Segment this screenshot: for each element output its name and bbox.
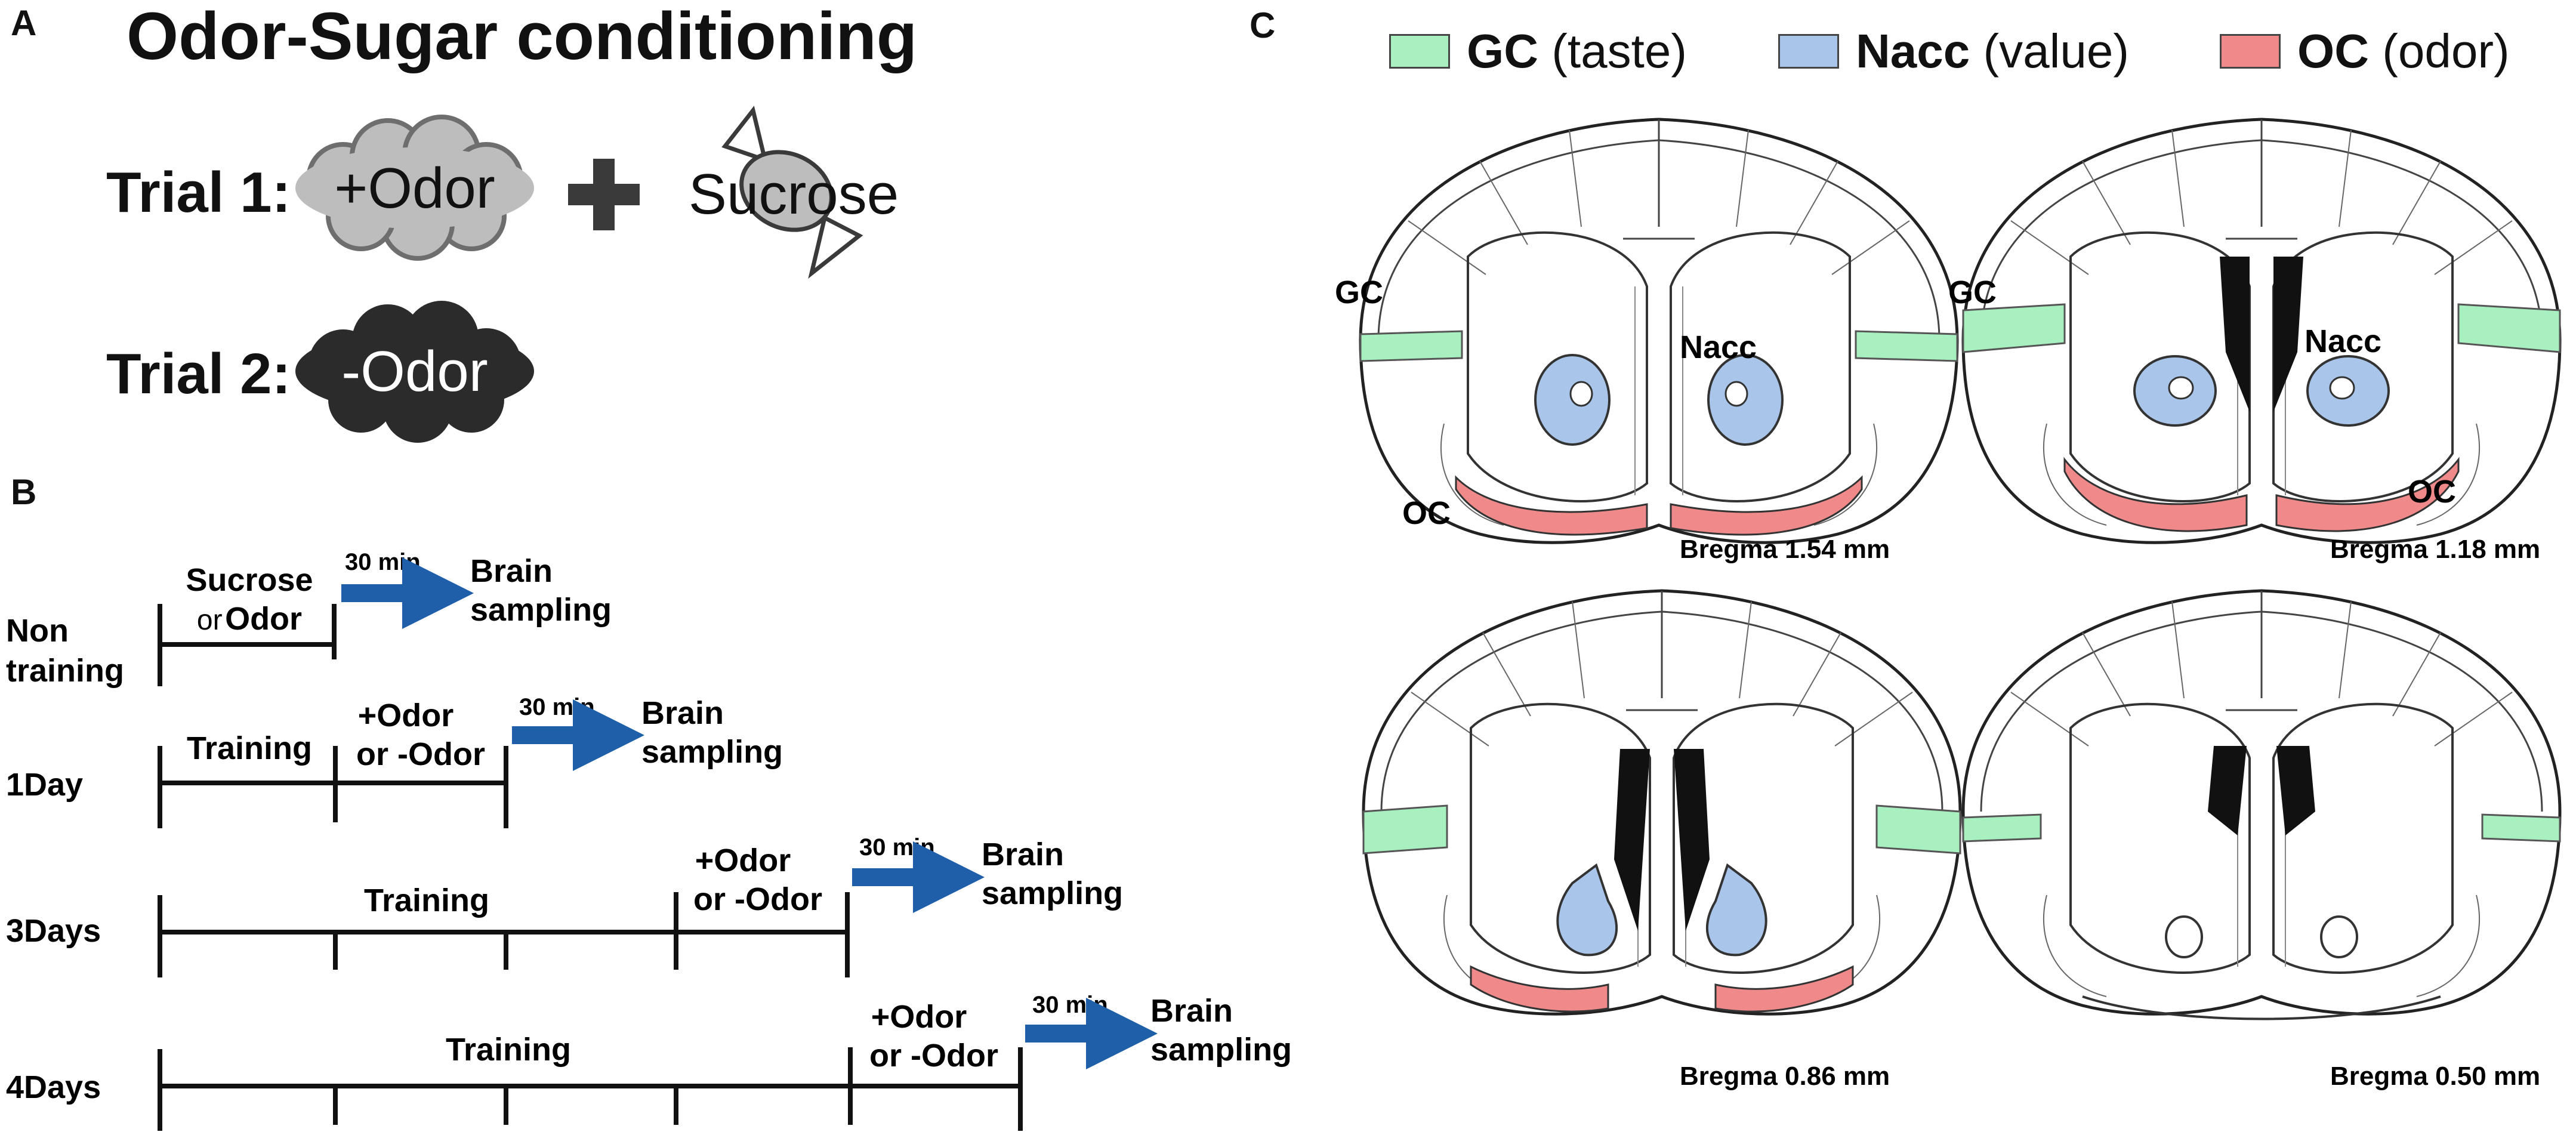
outcome-brain: Brain: [470, 553, 553, 589]
gc-region: [2457, 303, 2561, 353]
brain-section-bregma-1-54: [1361, 119, 1957, 542]
sucrose-text: Sucrose: [689, 162, 899, 226]
minus-odor-text: -Odor: [341, 340, 488, 403]
oc-region: [1714, 965, 1854, 1013]
stim-sucrose: Sucrose: [186, 562, 313, 598]
gc-region: [1362, 804, 1448, 855]
test-odor-line1: +Odor: [871, 999, 967, 1035]
gc-region: [1962, 813, 2042, 843]
legend-text: Nacc (value): [1856, 24, 2130, 78]
training-label: Training: [187, 730, 312, 766]
minus-odor-cloud-icon: -Odor: [295, 301, 534, 443]
trial1-label: Trial 1:: [106, 161, 291, 224]
nacc-region: [1705, 863, 1767, 957]
label-oc: OC: [1402, 495, 1451, 531]
panel-a-title: Odor-Sugar conditioning: [127, 0, 918, 73]
oc-region: [1670, 475, 1863, 536]
test-odor-line2: or -Odor: [869, 1038, 998, 1074]
test-odor-line2: or -Odor: [693, 881, 822, 917]
legend-gc: GC (taste): [1389, 24, 1687, 79]
legend-swatch-oc: [2220, 34, 2281, 69]
label-gc: GC: [1948, 275, 1997, 310]
brain-section-bregma-0-50: [1962, 591, 2561, 1020]
row-label: 3Days: [6, 913, 101, 949]
oc-region: [1455, 475, 1648, 536]
legend-text: OC (odor): [2297, 24, 2510, 78]
row-label-non: Non: [6, 613, 69, 649]
gc-region: [1875, 804, 1961, 855]
training-label: Training: [446, 1032, 571, 1068]
label-nacc: Nacc: [2304, 323, 2381, 359]
gc-region: [1962, 303, 2066, 353]
plus-odor-cloud-icon: +Odor: [295, 115, 534, 261]
training-label: Training: [364, 883, 489, 918]
outcome-sampling: sampling: [641, 734, 783, 770]
legend-text: GC (taste): [1467, 24, 1687, 78]
row-4days: 4Days Training +Odor or -Odor 30 min Bra…: [6, 992, 1292, 1131]
gc-region: [1359, 330, 1463, 362]
row-label-training: training: [6, 653, 124, 689]
outcome-sampling: sampling: [470, 592, 612, 628]
panel-b-letter: B: [11, 472, 37, 512]
label-nacc: Nacc: [1680, 329, 1757, 365]
test-odor-line1: +Odor: [695, 843, 791, 878]
panel-c-letter: C: [1250, 5, 1276, 45]
row-1day: 1Day Training +Odor or -Odor 30 min Brai…: [6, 694, 783, 828]
gc-region: [2481, 813, 2561, 843]
brain-section-bregma-0-86: [1363, 591, 1960, 1014]
outcome-brain: Brain: [641, 695, 724, 731]
bregma-label: Bregma 0.50 mm: [2330, 1062, 2540, 1091]
gc-region: [1855, 330, 1958, 362]
panel-a-letter: A: [11, 3, 37, 43]
legend-oc: OC (odor): [2220, 24, 2510, 79]
outcome-sampling: sampling: [1150, 1032, 1292, 1068]
label-oc: OC: [2408, 474, 2456, 510]
row-3days: 3Days Training +Odor or -Odor 30 min Bra…: [6, 834, 1123, 977]
test-odor-line1: +Odor: [358, 698, 454, 733]
row-non-training: Non training Sucrose or Odor 30 min Brai…: [6, 549, 612, 689]
brain-section-bregma-1-18: [1963, 119, 2560, 542]
row-label: 4Days: [6, 1069, 101, 1105]
bregma-label: Bregma 1.18 mm: [2330, 535, 2540, 564]
test-odor-line2: or -Odor: [356, 736, 485, 772]
row-label: 1Day: [6, 767, 83, 803]
label-gc: GC: [1335, 275, 1383, 310]
outcome-brain: Brain: [1150, 993, 1233, 1029]
legend-nacc: Nacc (value): [1778, 24, 2129, 79]
panel-a-graphics: +Odor Sucrose -Odor: [295, 106, 899, 443]
trial2-label: Trial 2:: [106, 342, 291, 406]
oc-region: [2275, 457, 2460, 532]
nacc-region: [1556, 863, 1618, 957]
plus-odor-text: +Odor: [334, 156, 495, 220]
legend-swatch-gc: [1389, 34, 1450, 69]
oc-region: [1470, 965, 1609, 1013]
stim-or-odor: or Odor: [197, 601, 302, 637]
bregma-label: Bregma 1.54 mm: [1680, 535, 1890, 564]
legend-swatch-nacc: [1778, 34, 1839, 69]
outcome-brain: Brain: [982, 837, 1064, 872]
candy-icon: Sucrose: [689, 106, 899, 279]
plus-icon: [568, 159, 640, 230]
oc-region: [2063, 457, 2248, 532]
outcome-sampling: sampling: [982, 875, 1123, 911]
bregma-label: Bregma 0.86 mm: [1680, 1062, 1890, 1091]
protocol-timeline-diagram: Non training Sucrose or Odor 30 min Brai…: [6, 549, 1292, 1131]
